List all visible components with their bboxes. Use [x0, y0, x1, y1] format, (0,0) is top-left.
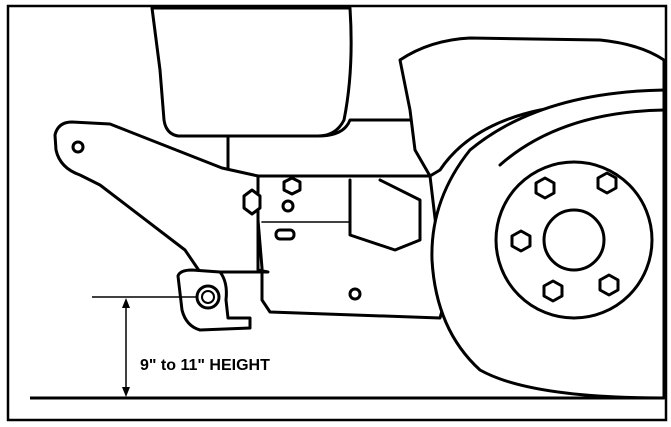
height-label: 9" to 11" HEIGHT — [140, 357, 270, 374]
frame-hole-lower — [348, 287, 362, 301]
frame-slot — [274, 228, 296, 241]
lug-nut — [510, 229, 532, 253]
wheel-hub — [542, 208, 606, 272]
inner-bracket — [348, 178, 422, 252]
lug-nut — [534, 176, 556, 200]
hitch-pin-inner — [201, 290, 215, 304]
frame-hole-upper — [281, 199, 295, 213]
bracket-hole — [71, 140, 85, 154]
tire-tread-line — [498, 108, 666, 167]
dimension-arrow-bottom — [122, 387, 130, 397]
lug-nut — [542, 279, 564, 303]
frame-hex-upper — [282, 176, 302, 196]
seat-block — [150, 6, 353, 138]
dimension-arrow-top — [122, 298, 130, 308]
lug-nut — [598, 273, 620, 297]
hitch-bracket-arm — [53, 120, 270, 274]
lug-nut — [596, 171, 618, 195]
frame-nut — [242, 188, 262, 216]
frame-border — [6, 4, 668, 422]
